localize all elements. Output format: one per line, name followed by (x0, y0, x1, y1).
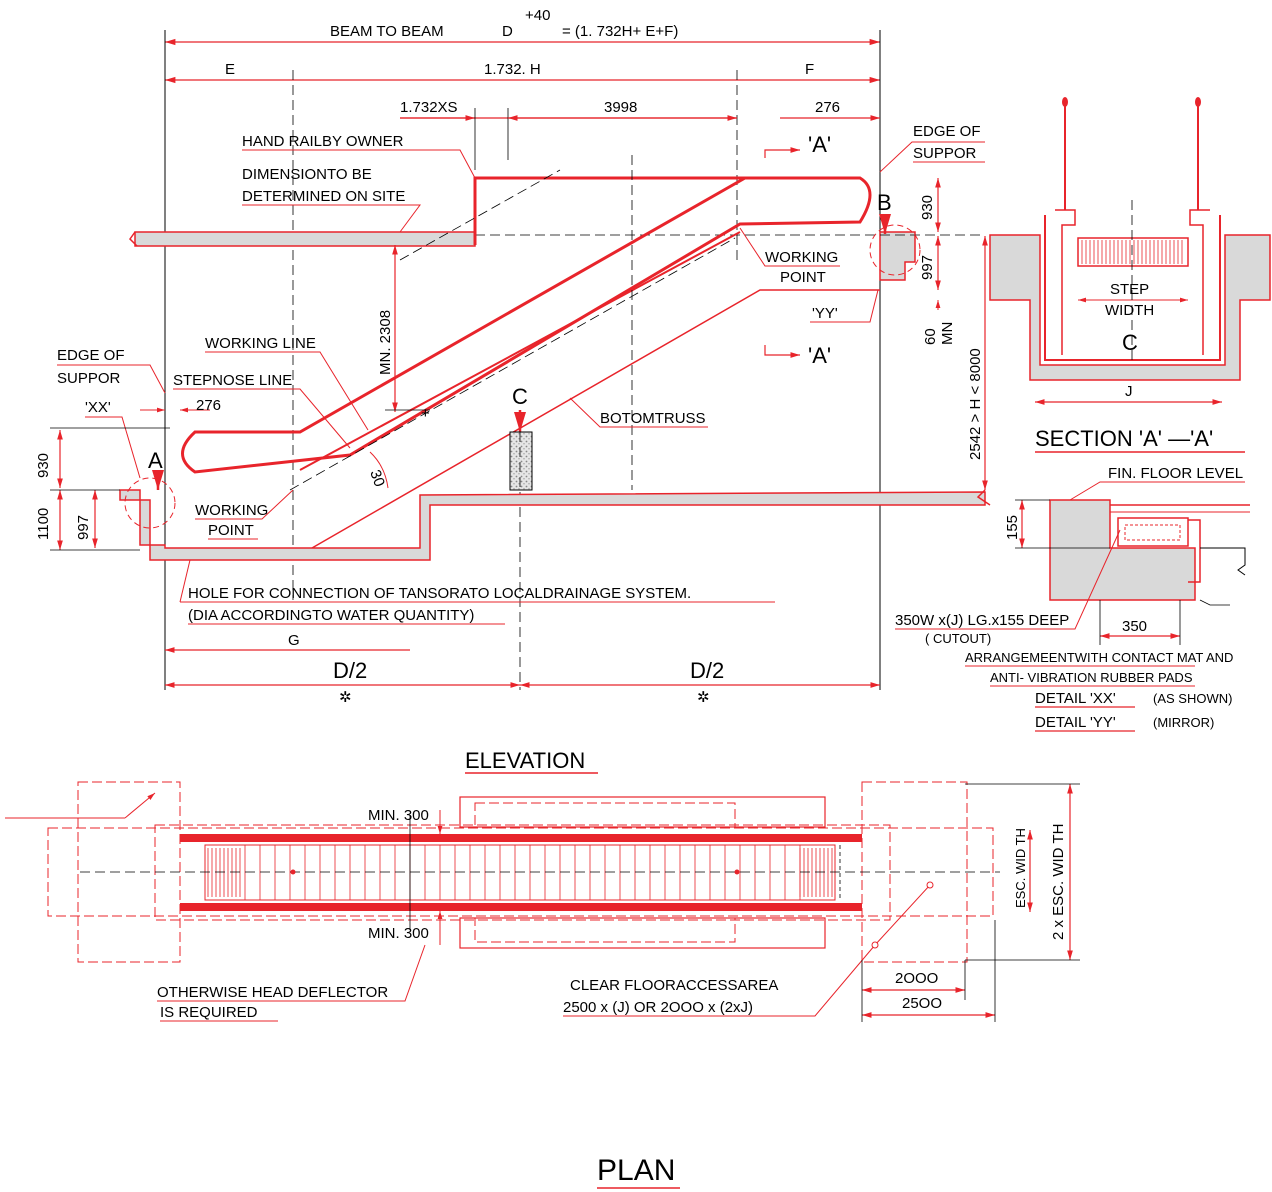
cutout-label-1: 350W x(J) LG.x155 DEEP (895, 612, 1069, 629)
section-a-marker-bottom: 'A' (808, 343, 831, 368)
step-label: STEP (1110, 281, 1149, 298)
label-c: C (512, 384, 528, 409)
section-view: STEP WIDTH C J SECTION 'A' —'A' (989, 97, 1271, 453)
dim-997-left: 997 (75, 515, 92, 540)
hole-label-2: (DIA ACCORDINGTO WATER QUANTITY) (188, 607, 474, 624)
label-b: B (877, 190, 892, 215)
dim-276-top-label: 276 (815, 99, 840, 116)
bottom-truss-label: BOTOMTRUSS (600, 410, 706, 427)
angle-label: 30 (366, 468, 388, 489)
dim-930-right: 930 (919, 195, 936, 220)
dim-d2-left: D/2 (333, 658, 367, 683)
beam-to-beam-label: BEAM TO BEAM (330, 23, 444, 40)
esc-width-label: ESC. WID TH (1013, 828, 1028, 908)
min300-bottom-label: MIN. 300 (368, 925, 429, 942)
width-label: WIDTH (1105, 302, 1154, 319)
otherwise-label-1: OTHERWISE HEAD DEFLECTOR (157, 984, 388, 1001)
detail-xx-label: DETAIL 'XX' (1035, 690, 1116, 707)
elevation-title: ELEVATION (465, 748, 585, 773)
otherwise-label-2: IS REQUIRED (160, 1004, 258, 1021)
section-title: SECTION 'A' —'A' (1035, 426, 1213, 451)
dim-1100: 1100 (35, 508, 52, 540)
dim-2000-label: 2OOO (895, 970, 938, 987)
dim-s-label: 1.732XS (400, 99, 458, 116)
centerline-label: C (1122, 330, 1138, 355)
dimension-site-label-2: DETERMINED ON SITE (242, 188, 405, 205)
h-range-label: 2542 > H < 8000 (967, 348, 984, 460)
plan-title: PLAN (597, 1154, 675, 1187)
min-60: 60 (922, 328, 939, 345)
working-point-right-2: POINT (780, 269, 826, 286)
dim-276-left: 276 (196, 397, 221, 414)
cross-mark: + (421, 405, 430, 422)
detail-view: FIN. FLOOR LEVEL 155 350W x(J) LG.x155 D… (895, 465, 1250, 732)
edge-support-left-1: EDGE OF (57, 347, 125, 364)
dim-d2-right: D/2 (690, 658, 724, 683)
dim-3998-label: 3998 (604, 99, 637, 116)
min-mn: MN (939, 322, 956, 345)
star-icon-right: ✲ (697, 689, 710, 706)
dim-e-label: E (225, 61, 235, 78)
hole-label-1: HOLE FOR CONNECTION OF TANSORATO LOCALDR… (188, 585, 691, 602)
dim-tolerance: +40 (525, 7, 550, 24)
clear-area-label-2: 2500 x (J) OR 2OOO x (2xJ) (563, 999, 753, 1016)
detail-yy-label: DETAIL 'YY' (1035, 714, 1116, 731)
dim-formula: = (1. 732H+ E+F) (562, 23, 678, 40)
edge-support-right-2: SUPPOR (913, 145, 977, 162)
dim-2500-label: 25OO (902, 995, 942, 1012)
star-icon-left: ✲ (339, 689, 352, 706)
dim-997-right: 997 (919, 255, 936, 280)
two-esc-width-label: 2 x ESC. WID TH (1050, 824, 1067, 940)
clear-area-label-1: CLEAR FLOORACCESSAREA (570, 977, 778, 994)
cutout-label-2: ( CUTOUT) (925, 631, 991, 646)
working-point-left-1: WORKING (195, 502, 268, 519)
dim-f-label: F (805, 61, 814, 78)
working-point-right-1: WORKING (765, 249, 838, 266)
xx-marker: 'XX' (85, 399, 111, 416)
working-point-left-2: POINT (208, 522, 254, 539)
dim-g-label: G (288, 632, 300, 649)
detail-xx-note: (AS SHOWN) (1153, 691, 1232, 706)
min300-top-label: MIN. 300 (368, 807, 429, 824)
handrail-label: HAND RAILBY OWNER (242, 133, 404, 150)
edge-support-left-2: SUPPOR (57, 370, 121, 387)
edge-support-right-1: EDGE OF (913, 123, 981, 140)
working-line-label: WORKING LINE (205, 335, 316, 352)
section-a-marker-top: 'A' (808, 132, 831, 157)
anti-vibration-label: ANTI- VIBRATION RUBBER PADS (990, 670, 1193, 685)
min-2308-label: MN. 2308 (377, 310, 394, 375)
dim-350-label: 350 (1122, 618, 1147, 635)
plan-view: MIN. 300 MIN. 300 ESC. WID TH 2 x ESC. W… (5, 781, 1080, 1189)
arrangement-label: ARRANGEMEENTWITH CONTACT MAT AND (965, 650, 1233, 665)
dim-j-label: J (1125, 383, 1133, 400)
yy-marker: 'YY' (812, 305, 838, 322)
dim-155-label: 155 (1004, 515, 1021, 540)
dimension-site-label-1: DIMENSIONTO BE (242, 166, 372, 183)
elevation-view: BEAM TO BEAM D +40 = (1. 732H+ E+F) E 1.… (35, 7, 991, 774)
ffl-label: FIN. FLOOR LEVEL (1108, 465, 1243, 482)
dim-d-label: D (502, 23, 513, 40)
dim-h-label: 1.732. H (484, 61, 541, 78)
detail-yy-note: (MIRROR) (1153, 715, 1214, 730)
dim-930-left: 930 (35, 453, 52, 478)
label-a: A (148, 448, 163, 473)
step-nose-label: STEPNOSE LINE (173, 372, 292, 389)
